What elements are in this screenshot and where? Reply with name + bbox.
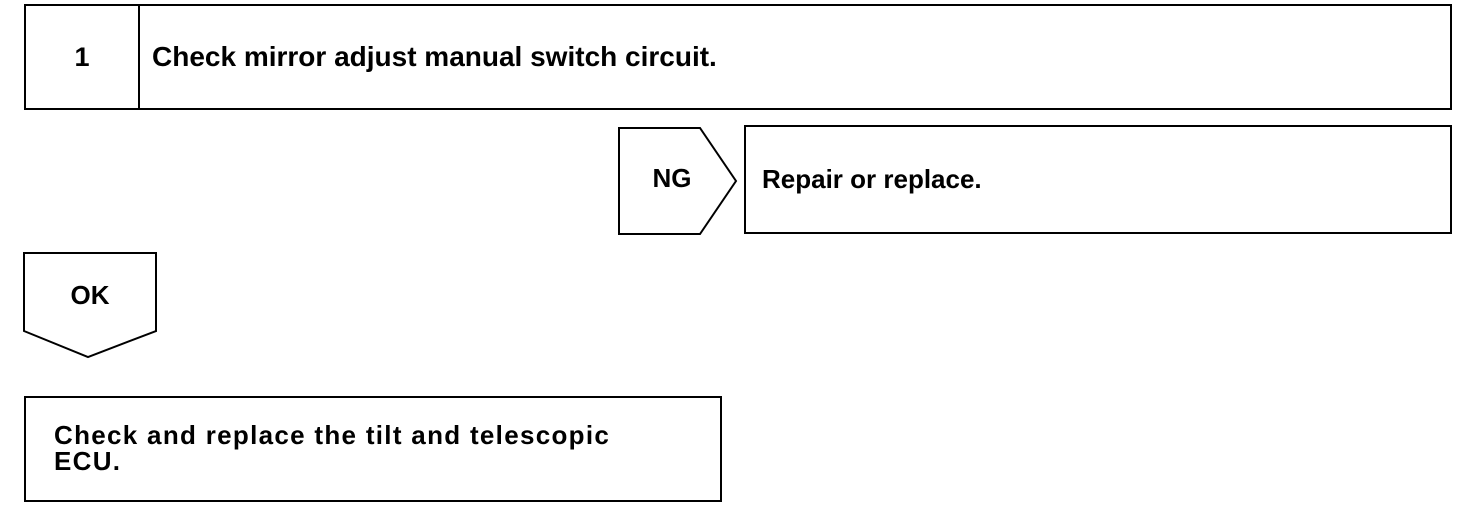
step-title: Check mirror adjust manual switch circui… (152, 41, 717, 72)
ok-label: OK (70, 280, 110, 310)
ng-label: NG (652, 163, 692, 193)
ng-result-box: Repair or replace. (744, 125, 1452, 234)
step-number: 1 (26, 6, 140, 108)
final-action-box: Check and replace the tilt and telescopi… (24, 396, 722, 502)
ng-result-text: Repair or replace. (762, 164, 982, 194)
step-box: 1 Check mirror adjust manual switch circ… (24, 4, 1452, 110)
final-action-text: Check and replace the tilt and telescopi… (54, 420, 611, 476)
